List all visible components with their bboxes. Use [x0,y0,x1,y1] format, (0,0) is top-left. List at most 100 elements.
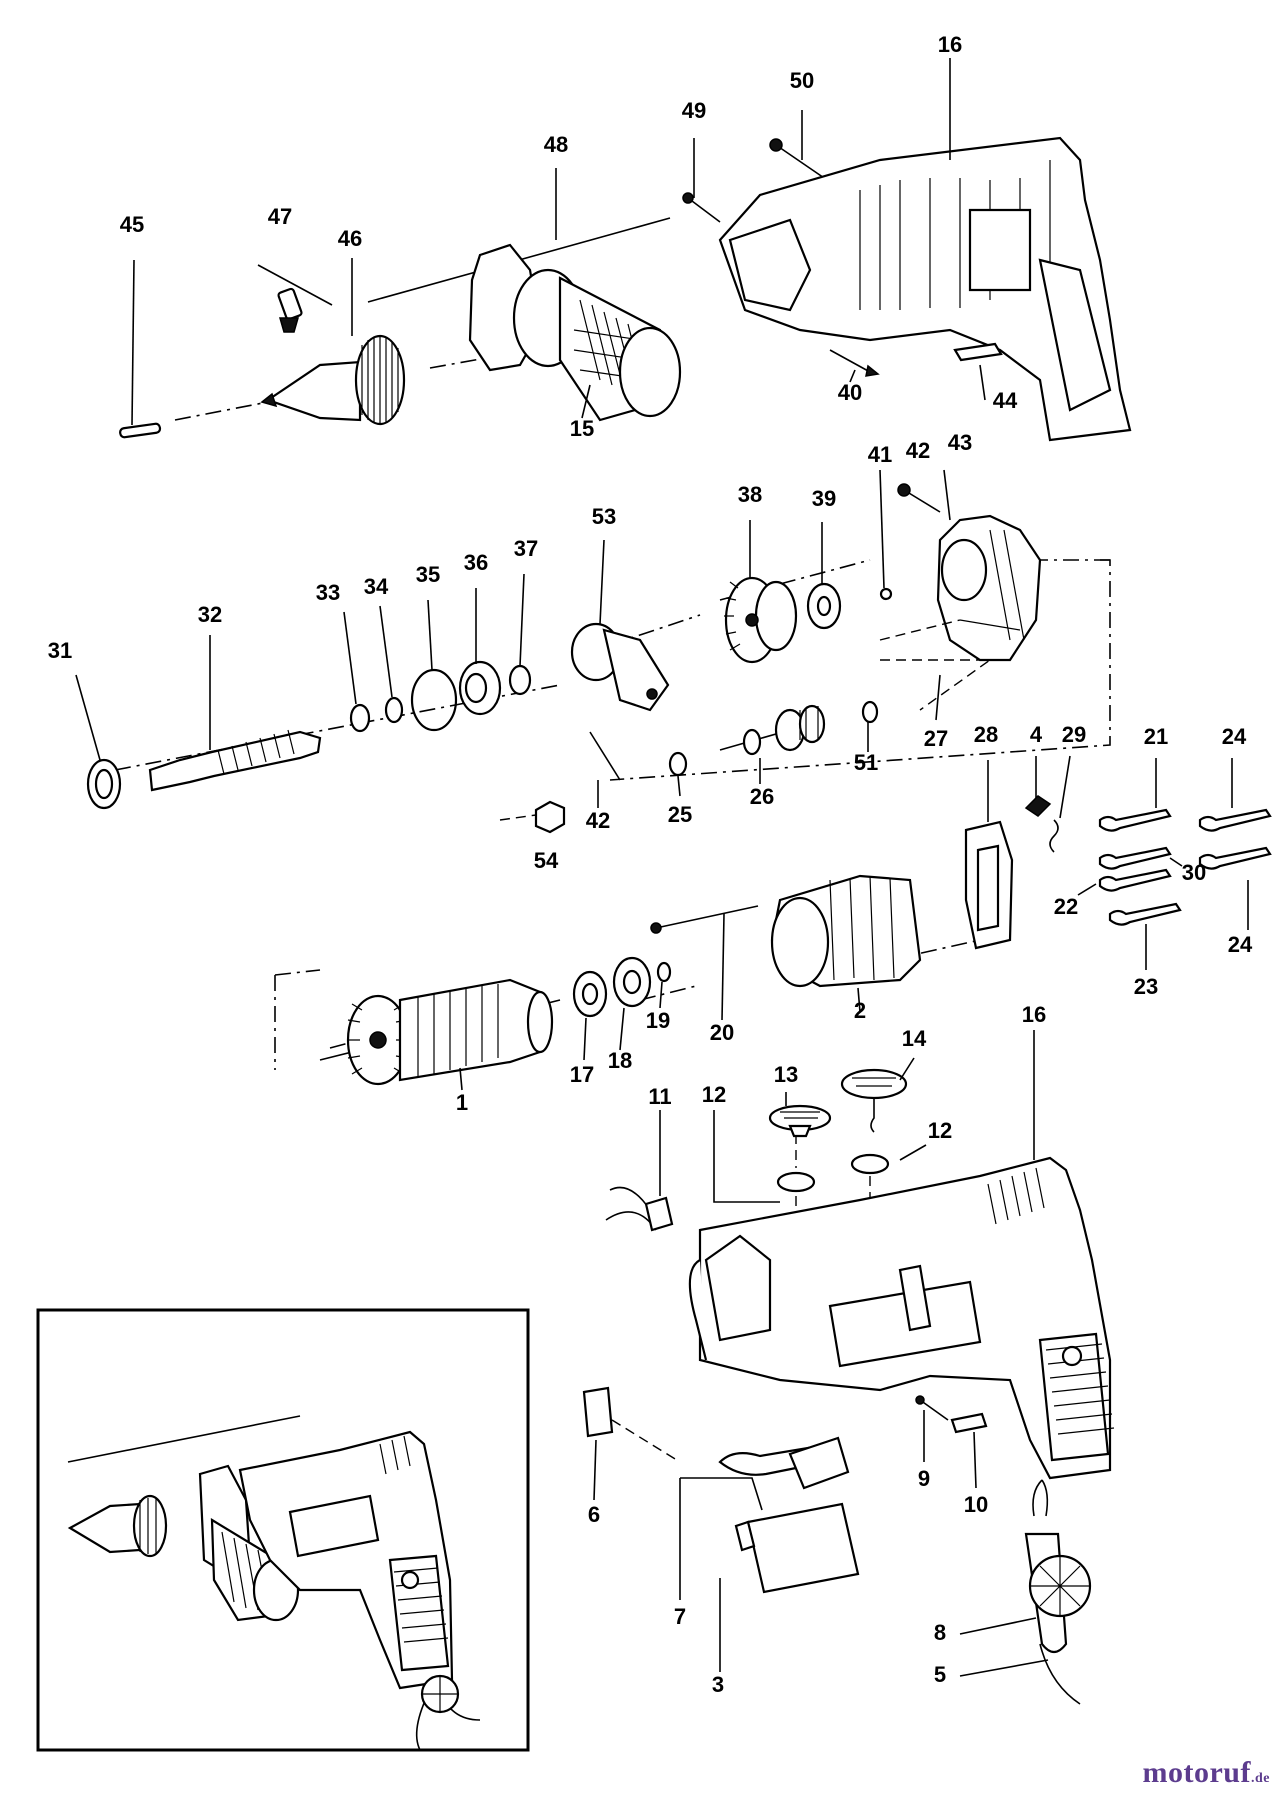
part-label-46: 46 [338,226,362,251]
part-label-20: 20 [710,1020,734,1045]
part-clip-51 [861,700,879,752]
part-spring-29 [1049,755,1071,853]
part-label-38: 38 [738,482,762,507]
part-label-19: 19 [646,1008,670,1033]
part-clip-37 [508,573,532,696]
axis-line-motor [639,939,981,1001]
part-label-14: 14 [902,1026,927,1051]
part-label-26: 26 [750,784,774,809]
part-armature-1 [319,978,561,1091]
part-bearing-36 [458,588,502,716]
part-label-30: 30 [1182,860,1206,885]
part-screw-9 [915,1395,949,1462]
part-label-13: 13 [774,1062,798,1087]
part-label-16: 16 [938,32,962,57]
part-ball-41 [879,469,893,601]
part-label-16: 16 [1022,1002,1046,1027]
part-screw-20 [650,905,759,1021]
watermark-tld: .de [1251,1771,1270,1786]
part-washer-34 [379,605,404,724]
part-label-27: 27 [924,726,948,751]
part-label-15: 15 [570,416,594,441]
part-label-17: 17 [570,1062,594,1087]
part-spindle-32 [148,635,322,792]
part-switch-3 [719,1502,860,1672]
part-label-45: 45 [120,212,144,237]
part-chuck-46 [260,258,406,426]
part-cable-clamp-11 [605,1110,674,1232]
part-label-12: 12 [928,1118,952,1143]
part-label-44: 44 [993,388,1018,413]
part-label-49: 49 [682,98,706,123]
part-label-54: 54 [534,848,559,873]
motoruf-watermark: motoruf.de [1143,1756,1270,1790]
part-terminal-21 [1098,758,1172,832]
part-label-1: 1 [456,1090,468,1115]
part-label-47: 47 [268,204,292,229]
part-housing-16-bottom [688,1030,1115,1480]
part-label-6: 6 [588,1502,600,1527]
part-cable-8 [959,1479,1092,1654]
part-plate-10 [950,1412,988,1489]
part-label-42: 42 [906,438,930,463]
part-washer-12-left [713,1110,816,1214]
part-label-8: 8 [934,1620,946,1645]
part-label-33: 33 [316,580,340,605]
part-bolt-42-mid [589,731,621,808]
part-washer-12-right [850,1144,927,1200]
part-label-10: 10 [964,1492,988,1517]
part-screw-40 [829,349,880,383]
part-stator-2 [770,874,922,1013]
part-label-11: 11 [648,1084,671,1109]
part-label-35: 35 [416,562,440,587]
part-seal-31 [75,674,122,810]
part-label-42: 42 [586,808,610,833]
part-label-21: 21 [1144,724,1168,749]
part-label-2: 2 [854,998,866,1023]
part-label-29: 29 [1062,722,1086,747]
part-terminal-24-top [1198,758,1272,832]
part-label-24: 24 [1228,932,1253,957]
part-label-39: 39 [812,486,836,511]
part-brush-6 [582,1386,681,1501]
watermark-brand: motoruf [1142,1756,1251,1789]
part-shaft-26 [719,704,826,784]
part-label-40: 40 [838,380,862,405]
part-chuck-key-47 [257,264,333,333]
part-brush-4 [1024,756,1052,817]
part-screw-43 [943,469,951,521]
part-label-18: 18 [608,1048,632,1073]
part-label-28: 28 [974,722,998,747]
part-label-5: 5 [934,1662,946,1687]
frame-line-motor [274,969,361,1070]
part-label-3: 3 [712,1672,724,1697]
part-label-9: 9 [918,1466,930,1491]
part-clip-19 [656,961,672,1009]
part-gear-38 [724,520,798,664]
part-label-32: 32 [198,602,222,627]
part-label-34: 34 [364,574,389,599]
part-knob-13 [768,1092,832,1138]
part-screw-42-top [897,483,941,513]
part-screw-50 [769,110,831,183]
part-bearing-39 [806,522,842,630]
part-screw-49 [682,138,721,223]
part-bearing-18 [612,956,652,1051]
part-label-22: 22 [1054,894,1078,919]
part-collar-53 [570,539,670,712]
part-switch-lead-7 [679,1436,850,1600]
part-side-handle-15 [468,243,682,422]
part-screw-45 [119,259,162,439]
part-bearing-17 [572,970,608,1061]
part-ring-35 [410,599,458,732]
part-label-48: 48 [544,132,568,157]
part-terminal-24-mid [1198,846,1272,930]
part-terminal-22 [1077,868,1172,896]
assembled-view-inset [36,1308,530,1752]
part-terminal-23 [1108,902,1182,970]
part-terminal-30 [1098,846,1183,870]
part-label-36: 36 [464,550,488,575]
